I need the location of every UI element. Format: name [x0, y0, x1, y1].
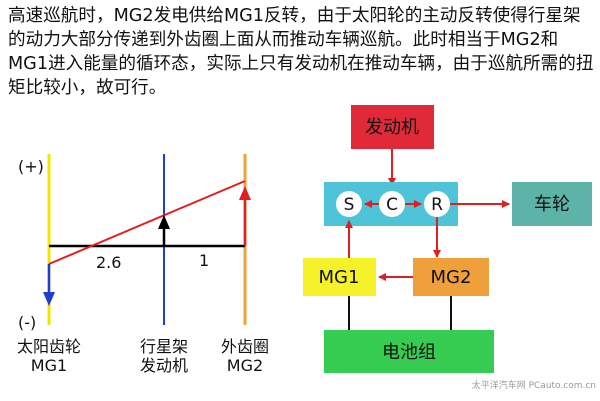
sun-gear-name: 太阳齿轮 — [17, 337, 81, 356]
speed-line — [48, 180, 246, 265]
mg1-box — [303, 258, 376, 296]
mg1-label: MG1 — [319, 267, 360, 288]
watermark: 太平洋汽车网 PCauto.com.cn — [472, 379, 596, 391]
battery-label: 电池组 — [382, 342, 436, 363]
engine-box — [351, 105, 434, 149]
sun-gear-arrow-head — [43, 292, 55, 306]
ratio-right: 1 — [199, 251, 209, 270]
description-paragraph: 高速巡航时，MG2发电供给MG1反转，由于太阳轮的主动反转使得行星架的动力大部分… — [8, 6, 594, 98]
carrier-arrow-head — [158, 215, 170, 229]
wheel-box — [512, 182, 592, 226]
engine-label: 发动机 — [365, 117, 419, 138]
carrier-circle — [379, 191, 405, 217]
ring-gear-letter: R — [431, 195, 443, 215]
ratio-left: 2.6 — [96, 253, 121, 272]
carrier-name: 行星架 — [140, 337, 188, 356]
ring-gear-motor: MG2 — [227, 356, 263, 375]
ring-gear-arrow-head — [239, 186, 251, 200]
wheel-label: 车轮 — [534, 194, 570, 215]
ring-gear-circle — [424, 191, 450, 217]
mg2-label: MG2 — [431, 267, 472, 288]
lever-diagram: (+) (-) 2.6 1 太阳齿轮 MG1 行星架 发动机 外齿圈 MG2 — [17, 154, 269, 375]
power-flow-diagram: 发动机 S C R 车轮 MG1 MG2 — [303, 105, 592, 373]
minus-label: (-) — [18, 313, 36, 332]
sun-gear-letter: S — [344, 195, 355, 215]
sun-gear-motor: MG1 — [31, 356, 67, 375]
ring-gear-name: 外齿圈 — [221, 337, 269, 356]
battery-box — [324, 330, 494, 373]
carrier-engine: 发动机 — [140, 356, 188, 375]
plus-label: (+) — [18, 157, 44, 176]
sun-gear-circle — [336, 191, 362, 217]
mg2-box — [413, 258, 489, 296]
carrier-letter: C — [386, 195, 398, 215]
